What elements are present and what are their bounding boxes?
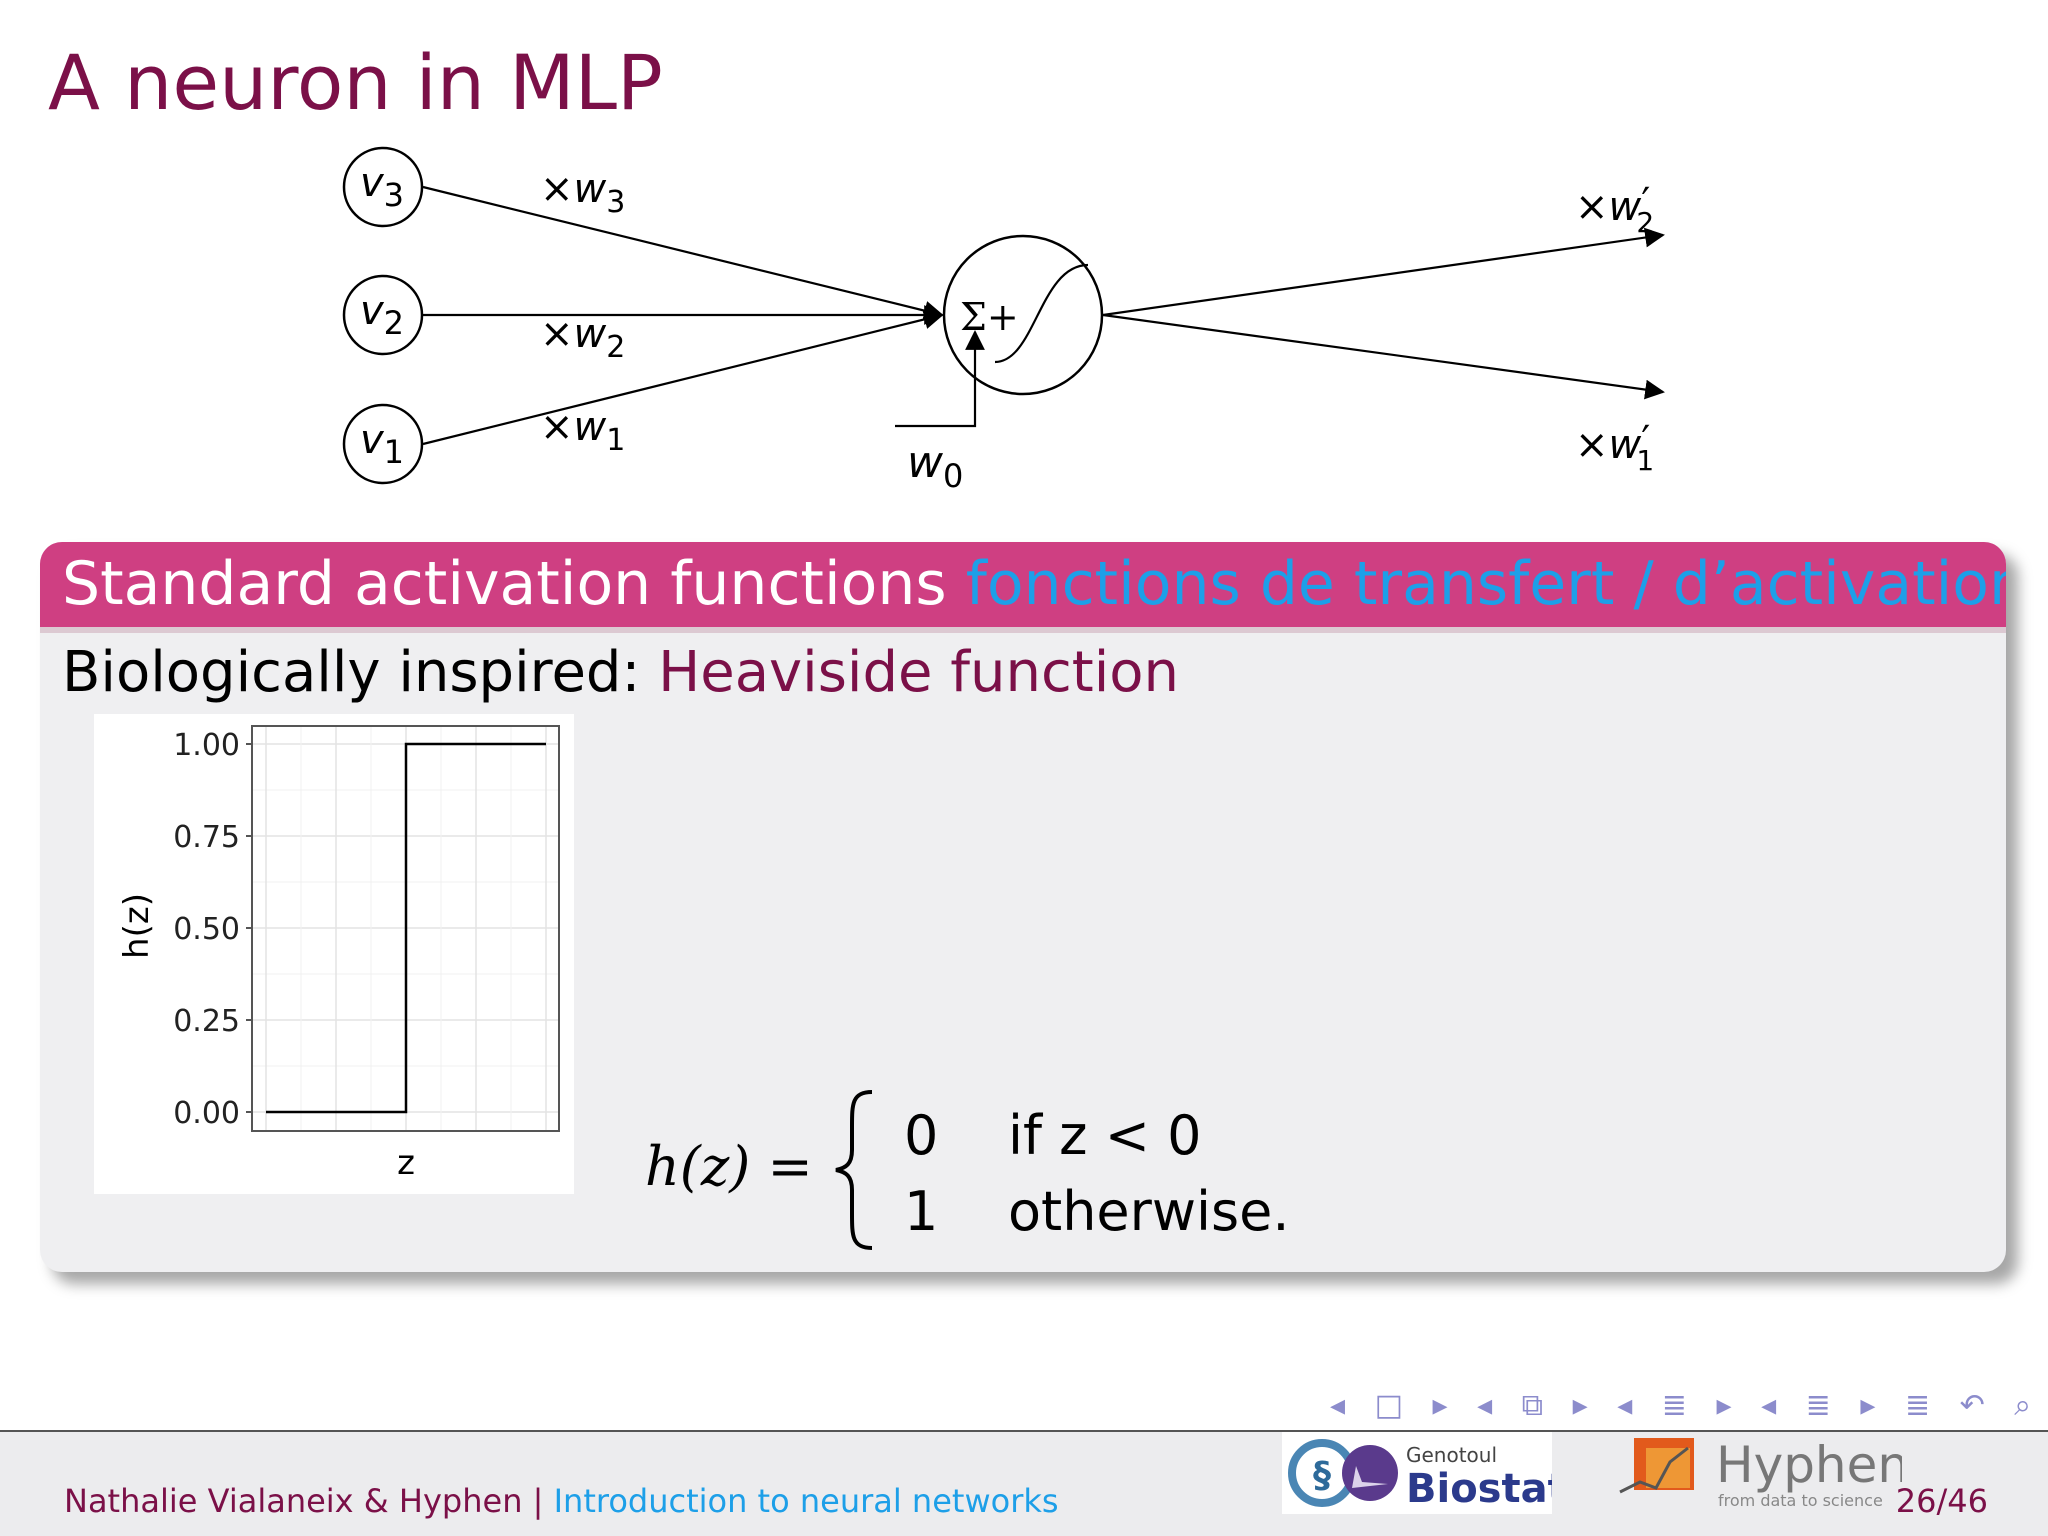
hyphen-logo-small: from data to science	[1718, 1491, 1883, 1510]
subtitle-highlight: Heaviside function	[658, 640, 1180, 705]
input-label-v3: v3	[360, 160, 404, 214]
biostat-logo-s-glyph: §	[1313, 1455, 1331, 1496]
page-number: 26/46	[1895, 1482, 1988, 1520]
subtitle-prefix: Biologically inspired:	[62, 640, 641, 705]
equation-lhs: h(z) =	[645, 1135, 813, 1198]
beamer-navigation-bar[interactable]: ◂ □ ▸ ◂ ⧉ ▸ ◂ ≣ ▸ ◂ ≣ ▸ ≣ ↶ ⌕ ↷	[1330, 1388, 2048, 1423]
equation-row-1-value: 1	[904, 1180, 938, 1243]
equation-brace	[835, 1090, 873, 1250]
hyphen-logo-graph-icon	[1619, 1446, 1689, 1494]
input-node-v2	[342, 274, 424, 356]
equation-row-0-value: 0	[904, 1104, 938, 1167]
footer-separator: |	[532, 1482, 544, 1520]
slide-title: A neuron in MLP	[48, 38, 663, 127]
heaviside-plot: 0.00 0.25 0.50 0.75 1.00 z h(z)	[94, 714, 574, 1194]
plot-ticks: 0.00 0.25 0.50 0.75 1.00	[173, 728, 252, 1131]
edge-v1	[422, 309, 944, 446]
footer-authors: Nathalie Vialaneix & Hyphen	[64, 1482, 523, 1520]
plot-ytick-label: 1.00	[173, 728, 240, 763]
genotoul-biostat-logo: § Genotoul Biostat	[1282, 1432, 1552, 1514]
block-header: Standard activation functions fonctions …	[40, 542, 2006, 633]
output-weight-label-w2: ×w′2	[1575, 180, 1654, 239]
block-subtitle: Biologically inspired: Heaviside functio…	[62, 640, 1179, 705]
footer-divider	[0, 1430, 2048, 1432]
hyphen-logo: Hyphen from data to science	[1619, 1436, 1902, 1510]
weight-label-w2: ×w2	[540, 311, 625, 365]
plot-ytick-label: 0.75	[173, 820, 240, 855]
input-label-v1: v1	[360, 417, 404, 471]
weight-label-w1: ×w1	[540, 404, 625, 458]
input-node-v3	[342, 146, 424, 228]
activation-block: Standard activation functions fonctions …	[40, 542, 2006, 1272]
sigmoid-icon	[994, 263, 1089, 364]
footer-text: Nathalie Vialaneix & Hyphen | Introducti…	[64, 1482, 1059, 1520]
heaviside-equation: h(z) = 0 if z < 0 1 otherwise.	[645, 1090, 1290, 1250]
bias-label: w0	[907, 437, 963, 495]
biostat-logo-big: Biostat	[1406, 1466, 1552, 1512]
plot-xlabel: z	[397, 1143, 415, 1183]
bias-edge	[895, 330, 985, 428]
neuron-node	[942, 234, 1104, 396]
output-weight-label-w1: ×w′1	[1575, 418, 1654, 477]
equation-row-0-cond: if z < 0	[1008, 1104, 1201, 1167]
heaviside-series-line	[266, 742, 546, 1114]
input-node-v1	[342, 403, 424, 485]
biostat-logo-curve-icon	[1352, 1466, 1388, 1488]
plot-ytick-label: 0.50	[173, 912, 240, 947]
input-label-v2: v2	[360, 288, 404, 342]
output-edge-2	[1102, 313, 1665, 400]
biostat-logo-circle-right	[1342, 1445, 1398, 1501]
weight-label-w3: ×w3	[540, 166, 625, 220]
plot-ytick-label: 0.00	[173, 1096, 240, 1131]
plot-ytick-label: 0.25	[173, 1004, 240, 1039]
plot-ylabel: h(z)	[117, 893, 157, 959]
footer-background	[0, 1432, 2048, 1536]
neuron-sum-label: Σ+	[960, 295, 1019, 339]
output-edge-1	[1102, 227, 1665, 317]
neuron-diagram: v3 v2 v1 ×w3 ×w2 ×w1 Σ+ w0 ×w′2 ×w′1	[342, 146, 1665, 495]
hyphen-logo-big: Hyphen	[1716, 1436, 1902, 1494]
block-header-english: Standard activation functions	[62, 549, 947, 619]
equation-row-1-cond: otherwise.	[1008, 1180, 1290, 1243]
plot-background	[94, 714, 574, 1194]
block-header-french: fonctions de transfert / d’activation	[965, 549, 2006, 619]
footer-talk-title: Introduction to neural networks	[553, 1482, 1059, 1520]
biostat-logo-small: Genotoul	[1406, 1443, 1497, 1467]
edge-v3	[422, 185, 944, 321]
